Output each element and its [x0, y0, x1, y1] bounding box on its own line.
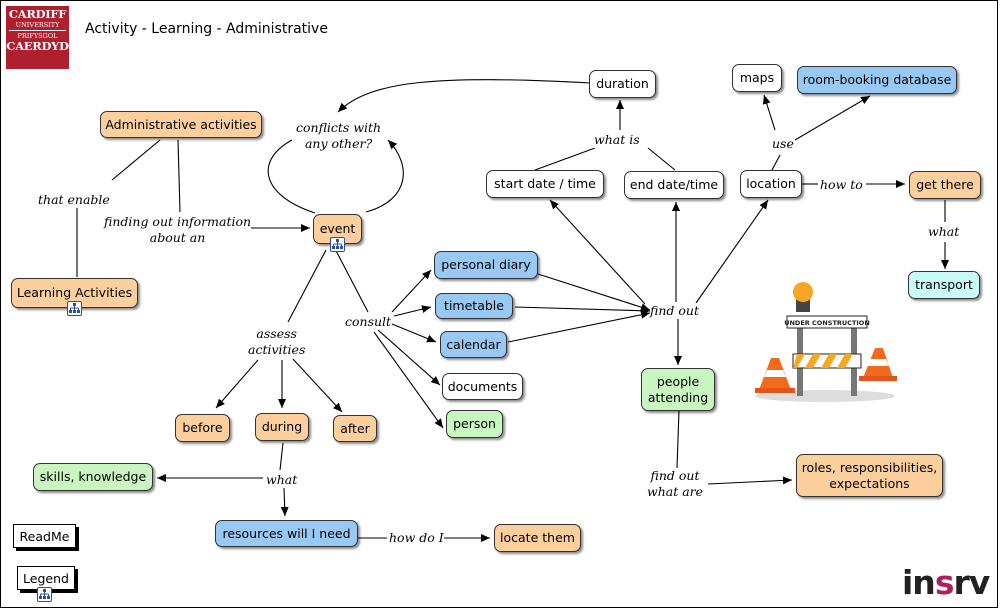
node-people-attending-line-2: attending [647, 389, 709, 405]
insrv-logo-part-3: rv [953, 563, 990, 602]
link-assess-activities: assess activities [248, 326, 306, 359]
node-documents[interactable]: documents [442, 373, 523, 400]
insrv-logo-part-2: s [934, 563, 955, 602]
logo-line-4: CAERDYD [6, 38, 69, 53]
node-before[interactable]: before [175, 414, 230, 442]
node-end-date-time[interactable]: end date/time [624, 171, 724, 199]
link-finding-out-information: finding out information about an [104, 214, 252, 247]
node-administrative-activities[interactable]: Administrative activities [100, 111, 262, 138]
link-find-out-what-are: find out what are [647, 468, 704, 501]
link-conflicts: conflicts with any other? [296, 120, 382, 153]
node-start-date-time[interactable]: start date / time [486, 170, 604, 198]
submap-icon[interactable] [330, 237, 345, 252]
link-what-is: what is [594, 132, 640, 149]
link-finding-out-line-2: about an [149, 230, 206, 246]
page-title: Activity - Learning - Administrative [85, 21, 328, 37]
link-how-to: how to [820, 177, 863, 194]
node-person[interactable]: person [446, 410, 503, 438]
node-roles-line-1: roles, responsibilities, [801, 459, 938, 475]
logo-divider [9, 30, 66, 31]
logo-line-1: CARDIFF [8, 7, 67, 21]
node-after[interactable]: after [333, 415, 377, 442]
node-roles-line-2: expectations [829, 475, 910, 491]
link-use: use [772, 136, 794, 153]
node-people-attending[interactable]: people attending [641, 368, 715, 411]
node-resources[interactable]: resources will I need [215, 520, 358, 547]
insrv-logo: insrv [902, 563, 990, 602]
link-find-out-what-line-1: find out [650, 468, 700, 483]
under-construction-illustration: UNDER CONSTRUCTION [755, 282, 897, 402]
readme-button[interactable]: ReadMe [13, 524, 76, 548]
link-what-transport: what [928, 224, 960, 241]
cardiff-university-logo: CARDIFF UNIVERSITY PRIFYSGOL CAERDYD [6, 6, 69, 69]
link-assess-line-2: activities [248, 342, 306, 358]
link-assess-line-1: assess [256, 326, 297, 341]
insrv-logo-part-1: in [902, 563, 936, 602]
node-personal-diary[interactable]: personal diary [434, 251, 538, 279]
node-room-booking-database[interactable]: room-booking database [797, 66, 957, 94]
node-people-attending-line-1: people [656, 373, 700, 389]
node-get-there[interactable]: get there [909, 171, 981, 199]
node-duration[interactable]: duration [589, 70, 656, 98]
construction-sign-board: UNDER CONSTRUCTION [784, 315, 870, 329]
link-finding-out-line-1: finding out information [104, 214, 252, 229]
node-location[interactable]: location [740, 170, 802, 198]
link-find-out-what-line-2: what are [647, 484, 704, 500]
node-skills-knowledge[interactable]: skills, knowledge [33, 463, 153, 491]
node-maps[interactable]: maps [732, 64, 782, 92]
node-timetable[interactable]: timetable [435, 293, 513, 319]
legend-button[interactable]: Legend [17, 566, 75, 590]
logo-line-3: PRIFYSGOL [17, 32, 58, 40]
logo-line-2: UNIVERSITY [15, 20, 60, 29]
link-that-enable: that enable [38, 192, 110, 209]
link-what-resources: what [266, 472, 298, 489]
node-calendar[interactable]: calendar [440, 331, 507, 358]
link-how-do-i: how do I [389, 530, 444, 547]
link-conflicts-line-1: conflicts with [296, 120, 382, 135]
link-consult: consult [345, 314, 392, 331]
submap-icon[interactable] [37, 587, 52, 602]
link-conflicts-line-2: any other? [304, 136, 373, 152]
submap-icon[interactable] [67, 301, 82, 316]
node-locate-them[interactable]: locate them [494, 524, 581, 552]
node-during[interactable]: during [255, 413, 309, 441]
link-find-out: find out [650, 303, 699, 320]
construction-sign-text: UNDER CONSTRUCTION [784, 319, 870, 327]
node-roles-responsibilities[interactable]: roles, responsibilities, expectations [796, 454, 943, 497]
node-transport[interactable]: transport [908, 271, 980, 299]
